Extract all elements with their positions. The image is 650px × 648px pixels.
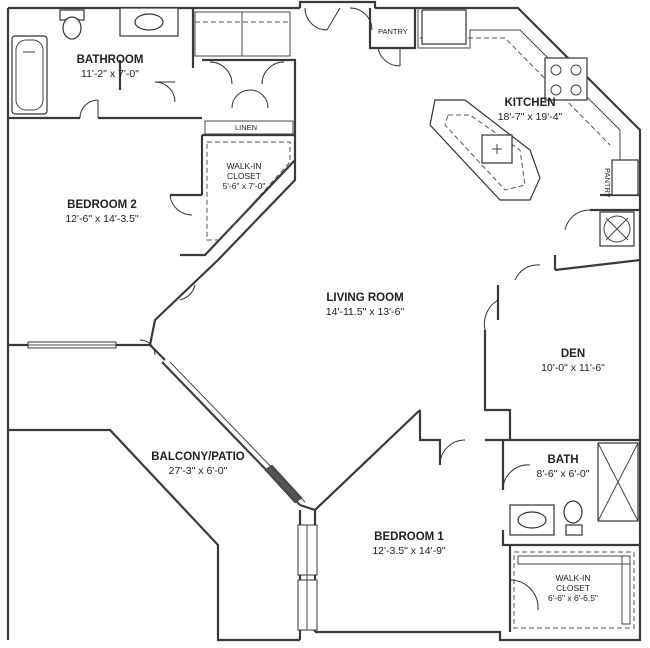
pantry-label-top: PANTRY <box>378 27 408 36</box>
room-name-bath: BATH <box>547 454 579 466</box>
room-label-kitchen: KITCHEN 18'-7" x 19'-4" <box>498 93 563 123</box>
bath-fixtures <box>509 442 639 536</box>
room-dims-walkin-closet-1: 5'-6" x 7'-0" <box>222 180 266 191</box>
room-label-bath: BATH 8'-6" x 6'-0" <box>537 450 590 480</box>
pantry-label-side: PANTRY <box>603 168 612 198</box>
walkin-closet-2 <box>513 551 635 629</box>
room-label-balcony: BALCONY/PATIO 27'-3" x 6'-0" <box>151 447 245 477</box>
room-dims-living-room: 14'-11.5" x 13'-6" <box>325 306 405 319</box>
room-dims-bedroom2: 12'-6" x 14'-3.5" <box>65 213 139 226</box>
room-name-bedroom2: BEDROOM 2 <box>67 199 137 211</box>
pantry-closet <box>611 159 639 196</box>
washer-dryer <box>599 211 635 247</box>
bath-sink <box>517 511 547 529</box>
room-label-bedroom1: BEDROOM 1 12'-3.5" x 14'-9" <box>372 527 445 557</box>
room-label-den: DEN 10'-0" x 11'-6" <box>541 344 605 374</box>
room-name-bedroom1: BEDROOM 1 <box>374 531 444 543</box>
walkin-closet-1 <box>206 141 291 241</box>
room-dims-bedroom1: 12'-3.5" x 14'-9" <box>372 545 446 558</box>
windows <box>27 341 318 631</box>
sliding-door-glass <box>264 464 303 504</box>
linen-label: LINEN <box>235 123 258 132</box>
room-name-kitchen: KITCHEN <box>504 97 556 109</box>
kitchen-island <box>429 99 541 201</box>
room-label-living-room: LIVING ROOM 14'-11.5" x 13'-6" <box>326 288 404 318</box>
room-name-den: DEN <box>560 348 586 360</box>
room-label-walkin-closet-1: WALK-IN CLOSET 5'-6" x 7'-0" <box>222 161 266 191</box>
room-name-walkin-closet-1: WALK-IN CLOSET <box>226 161 262 181</box>
room-name-balcony: BALCONY/PATIO <box>151 451 245 463</box>
room-dims-walkin-closet-2: 6'-6" x 6'-6.5" <box>548 592 598 603</box>
vanity-sink <box>134 13 164 31</box>
bath-toilet-tank <box>565 524 583 536</box>
kitchen-counter <box>417 8 639 196</box>
room-dims-balcony: 27'-3" x 6'-0" <box>168 465 228 478</box>
linen-shelf <box>204 120 294 135</box>
room-name-living-room: LIVING ROOM <box>326 292 404 304</box>
room-dims-den: 10'-0" x 11'-6" <box>541 362 605 375</box>
room-name-bathroom: BATHROOM <box>76 54 144 66</box>
room-label-walkin-closet-2: WALK-IN CLOSET 6'-6" x 6'-6.5" <box>548 573 598 603</box>
room-dims-bathroom: 11'-2" x 7'-0" <box>81 68 139 81</box>
bathtub <box>11 35 48 115</box>
toilet-bowl <box>62 16 82 40</box>
doors <box>79 7 591 611</box>
room-dims-bath: 8'-6" x 6'-0" <box>536 468 590 481</box>
bath-toilet <box>563 500 583 524</box>
room-name-walkin-closet-2: WALK-IN CLOSET <box>555 573 591 593</box>
refrigerator <box>421 9 467 45</box>
bathroom-fixtures <box>11 7 291 115</box>
room-label-bathroom: BATHROOM 11'-2" x 7'-0" <box>77 50 144 80</box>
room-label-bedroom2: BEDROOM 2 12'-6" x 14'-3.5" <box>65 195 138 225</box>
room-dims-kitchen: 18'-7" x 19'-4" <box>497 111 563 124</box>
